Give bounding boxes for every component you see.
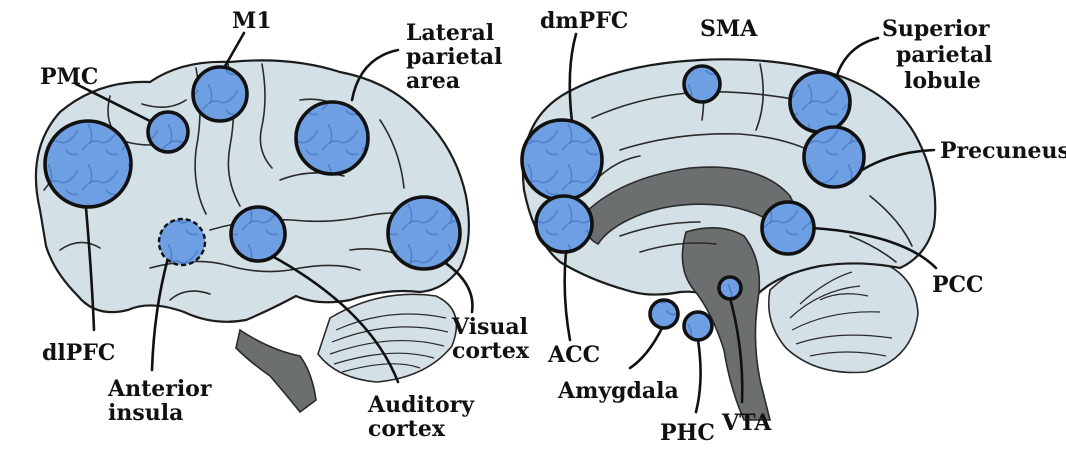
- label-pmc: PMC: [40, 64, 98, 90]
- label-superior-parietal-line1: Superior: [882, 16, 990, 42]
- label-dlpfc: dlPFC: [42, 340, 115, 366]
- leader-amygdala: [630, 328, 662, 368]
- label-precuneus: Precuneus: [940, 138, 1066, 164]
- region-precuneus: [804, 127, 864, 187]
- region-phc: [684, 312, 712, 340]
- region-visual-cortex: [388, 197, 460, 269]
- region-pmc: [148, 112, 188, 152]
- label-dmpfc: dmPFC: [540, 8, 628, 34]
- region-superior-parietal: [790, 72, 850, 132]
- label-auditory-cortex-line2: cortex: [368, 416, 446, 442]
- lateral-brainstem: [236, 330, 316, 412]
- region-vta: [719, 277, 741, 299]
- label-auditory-cortex-line1: Auditory: [367, 392, 475, 418]
- label-lateral-parietal-line1: Lateral: [406, 20, 494, 46]
- region-sma: [684, 66, 720, 102]
- leader-superior-parietal: [836, 38, 878, 78]
- label-pcc: PCC: [932, 272, 984, 298]
- label-visual-cortex-line2: cortex: [452, 338, 530, 364]
- label-m1: M1: [232, 8, 272, 34]
- region-pcc: [762, 202, 814, 254]
- label-sma: SMA: [700, 16, 758, 42]
- region-acc: [536, 196, 592, 252]
- label-anterior-insula-line1: Anterior: [107, 376, 212, 402]
- label-lateral-parietal-line3: area: [406, 68, 460, 94]
- label-visual-cortex-line1: Visual: [451, 314, 528, 340]
- label-lateral-parietal-line2: parietal: [406, 44, 502, 70]
- label-vta: VTA: [721, 410, 772, 436]
- region-lateral-parietal: [296, 102, 368, 174]
- region-auditory-cortex: [231, 207, 285, 261]
- label-superior-parietal-line2: parietal: [896, 42, 992, 68]
- label-amygdala: Amygdala: [557, 378, 679, 404]
- region-dlpfc: [45, 121, 131, 207]
- label-phc: PHC: [660, 420, 715, 446]
- label-acc: ACC: [547, 342, 600, 368]
- region-dmpfc: [522, 120, 602, 200]
- region-anterior-insula: [159, 219, 205, 265]
- region-m1: [193, 67, 247, 121]
- label-superior-parietal-line3: lobule: [904, 68, 981, 94]
- lateral-cerebellum: [318, 294, 456, 382]
- region-amygdala: [650, 300, 678, 328]
- label-anterior-insula-line2: insula: [108, 400, 183, 426]
- leader-phc: [696, 340, 701, 412]
